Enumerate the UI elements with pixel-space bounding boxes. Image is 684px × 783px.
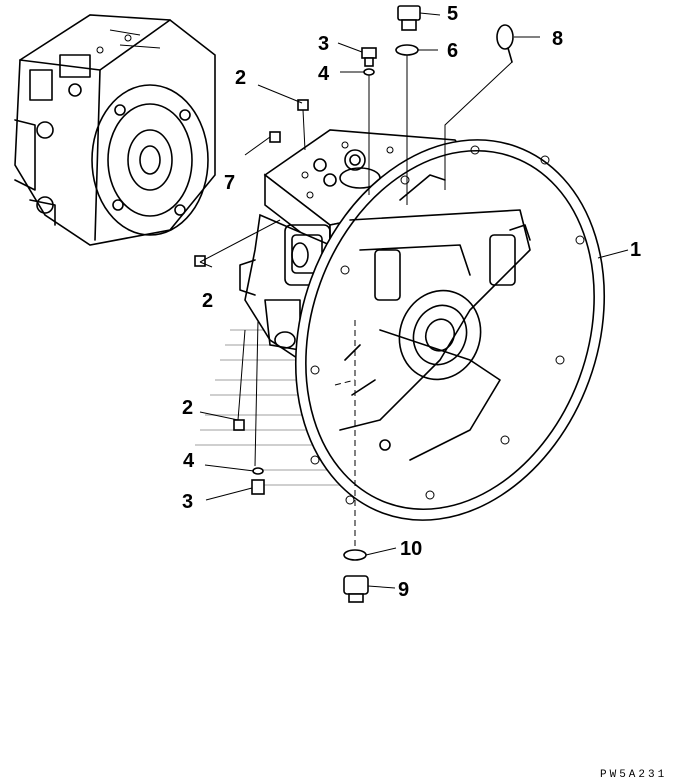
callout-8: 8 — [552, 28, 563, 50]
callout-9: 9 — [398, 579, 409, 601]
plug-top — [397, 5, 421, 21]
callout-1: 1 — [630, 239, 641, 261]
callout-4-lower: 4 — [183, 450, 195, 472]
callout-2-upper: 2 — [235, 67, 246, 89]
plug-thread — [401, 19, 417, 31]
callout-2-left: 2 — [202, 290, 213, 312]
assembly-axis-lines — [334, 320, 356, 550]
callout-3-upper: 3 — [318, 33, 329, 55]
callout-6: 6 — [447, 40, 458, 62]
washer-top — [363, 68, 375, 76]
callouts: 1 2 2 2 3 3 4 4 5 6 7 8 9 10 — [182, 3, 641, 601]
callout-2-lower: 2 — [182, 397, 193, 419]
callout-3-lower: 3 — [182, 491, 193, 513]
leader-lines — [199, 12, 629, 589]
plug-left — [194, 255, 206, 267]
drain-plug — [343, 575, 369, 595]
flywheel-housing — [294, 139, 606, 521]
fitting-7 — [269, 131, 281, 143]
o-ring-bottom — [343, 549, 367, 561]
pump-assembly-thumbnail — [14, 14, 216, 246]
bolt-bottom — [251, 479, 265, 495]
plug-lower — [233, 419, 245, 431]
drain-plug-thread — [348, 593, 364, 603]
bolt-top-thread — [364, 57, 374, 67]
callout-7: 7 — [224, 172, 235, 194]
callout-10: 10 — [400, 538, 422, 560]
callout-4-upper: 4 — [318, 63, 330, 85]
washer-bottom — [252, 467, 264, 475]
o-ring-top — [395, 44, 419, 56]
eye-bolt-shank — [507, 47, 513, 63]
drawing-code: PW5A231 — [600, 769, 667, 781]
eye-bolt-ring — [496, 24, 514, 50]
callout-5: 5 — [447, 3, 458, 25]
bolt-top — [361, 47, 377, 59]
